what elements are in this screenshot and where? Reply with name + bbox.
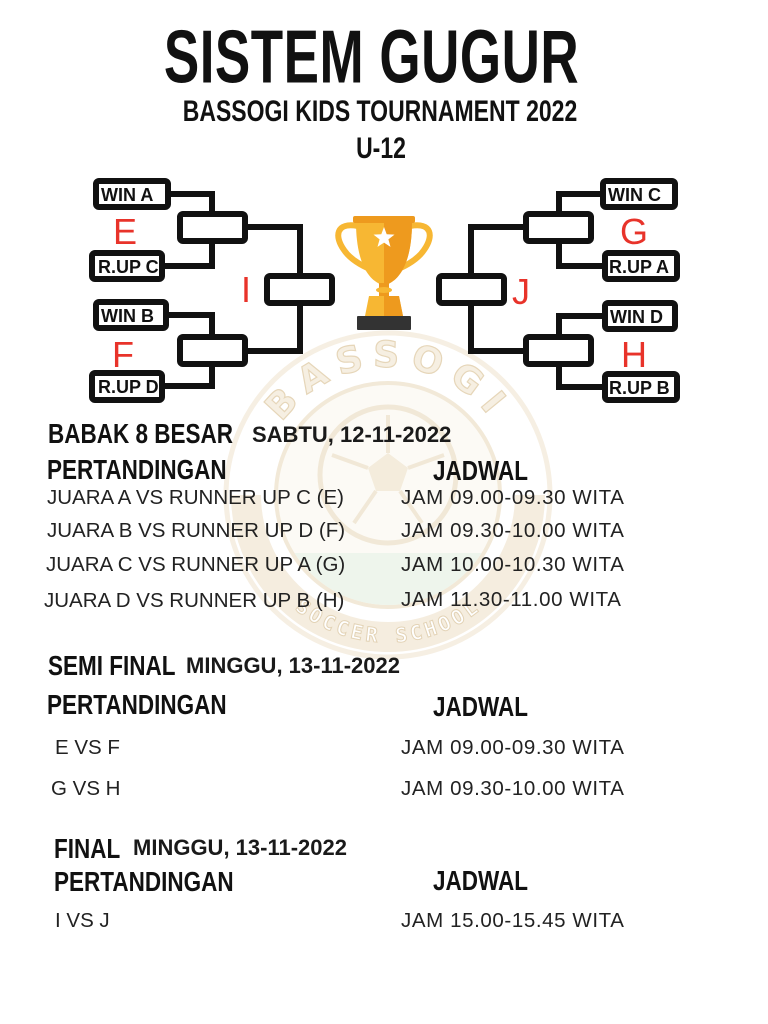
- bracket-slot-label: R.UP C: [98, 257, 159, 277]
- match-column-header: PERTANDINGAN: [47, 454, 227, 486]
- match-letter-i: I: [241, 269, 251, 310]
- match-name: I VS J: [55, 909, 110, 932]
- bracket-line: [468, 224, 529, 279]
- bracket-slot-box: [602, 250, 680, 282]
- watermark-ball-patch: [368, 453, 408, 491]
- round-date: MINGGU, 13-11-2022: [186, 653, 400, 678]
- match-letter-h: H: [621, 334, 647, 375]
- match-name: JUARA D VS RUNNER UP B (H): [44, 589, 345, 612]
- page-title: SISTEM GUGUR: [163, 15, 580, 100]
- trophy-cup-shade: [384, 222, 412, 284]
- bracket-slot-box: [602, 371, 680, 403]
- bracket-line: [242, 224, 303, 279]
- bracket-line: [556, 238, 608, 269]
- bracket-slot-label: R.UP D: [98, 377, 159, 397]
- trophy-handle-right: [393, 222, 433, 273]
- bracket-slot-label: WIN D: [610, 307, 663, 327]
- bracket-line: [242, 300, 303, 354]
- match-time: JAM 09.30-10.00 WITA: [401, 777, 625, 800]
- match-time: JAM 15.00-15.45 WITA: [401, 909, 625, 932]
- round-date: MINGGU, 13-11-2022: [133, 835, 347, 860]
- bracket-slot-label: WIN A: [101, 185, 153, 205]
- bracket-line: [556, 313, 608, 340]
- semifinal-box: [264, 273, 335, 306]
- match-time: JAM 09.00-09.30 WITA: [401, 486, 625, 509]
- trophy-star-icon: [373, 227, 395, 247]
- quarterfinal-box: [523, 334, 594, 367]
- bracket-slot-label: R.UP A: [609, 257, 669, 277]
- watermark-ribbon: [231, 494, 545, 652]
- schedule-column-header: JADWAL: [433, 455, 528, 487]
- quarterfinal-box: [523, 211, 594, 244]
- round-date: SABTU, 12-11-2022: [252, 422, 452, 447]
- trophy-base-upper-shade: [384, 296, 403, 316]
- match-name: JUARA A VS RUNNER UP C (E): [47, 486, 344, 509]
- schedule-column-header: JADWAL: [433, 865, 528, 897]
- tournament-name: BASSOGI KIDS TOURNAMENT 2022: [182, 94, 578, 128]
- trophy-rim: [353, 216, 415, 223]
- match-letter-e: E: [113, 211, 137, 252]
- bracket-line: [165, 191, 215, 217]
- match-letter-f: F: [112, 334, 134, 375]
- match-time: JAM 09.30-10.00 WITA: [401, 519, 625, 542]
- round-title: FINAL: [54, 833, 121, 865]
- bracket-slot-box: [89, 250, 165, 282]
- trophy-icon: [335, 216, 433, 330]
- match-column-header: PERTANDINGAN: [47, 689, 227, 721]
- bracket-line: [556, 191, 606, 217]
- match-name: E VS F: [55, 736, 120, 759]
- bracket-slot-box: [89, 370, 165, 403]
- trophy-handle-left: [335, 222, 375, 273]
- match-time: JAM 10.00-10.30 WITA: [401, 553, 625, 576]
- match-time: JAM 11.30-11.00 WITA: [401, 588, 622, 611]
- bracket-line: [556, 361, 608, 390]
- bracket-slot-box: [93, 299, 169, 331]
- bracket-slot-box: [600, 178, 678, 210]
- bracket-slot-box: [93, 178, 171, 210]
- semifinal-box: [436, 273, 507, 306]
- match-letter-g: G: [620, 211, 648, 252]
- trophy-base: [357, 316, 411, 330]
- watermark-outer-ring: [223, 330, 553, 660]
- quarterfinal-box: [177, 334, 248, 367]
- bracket-slot-label: R.UP B: [609, 378, 670, 398]
- bracket-line: [159, 361, 215, 389]
- match-name: G VS H: [51, 777, 121, 800]
- match-name: JUARA C VS RUNNER UP A (G): [46, 553, 346, 576]
- match-letter-j: J: [512, 271, 530, 312]
- match-column-header: PERTANDINGAN: [54, 866, 234, 898]
- bracket-line: [468, 300, 529, 354]
- bracket-line: [159, 238, 215, 269]
- bracket-slot-label: WIN B: [101, 306, 154, 326]
- quarterfinal-box: [177, 211, 248, 244]
- watermark-ball-icon: [317, 404, 459, 546]
- match-name: JUARA B VS RUNNER UP D (F): [47, 519, 346, 542]
- bracket-slot-box: [602, 300, 678, 332]
- schedule-column-header: JADWAL: [433, 691, 528, 723]
- bracket-line: [163, 312, 215, 340]
- watermark-logo: BASSOGI SOCCER SCHOOL: [223, 330, 553, 660]
- trophy-knob: [376, 287, 392, 293]
- watermark-ball-seams: [331, 415, 445, 525]
- round-title: SEMI FINAL: [48, 650, 176, 682]
- tournament-bracket: WIN A R.UP C WIN B R.UP D WIN C R.UP A W…: [89, 178, 680, 403]
- bracket-slot-label: WIN C: [608, 185, 661, 205]
- round-title: BABAK 8 BESAR: [48, 418, 234, 450]
- match-time: JAM 09.00-09.30 WITA: [401, 736, 625, 759]
- age-category: U-12: [356, 131, 406, 165]
